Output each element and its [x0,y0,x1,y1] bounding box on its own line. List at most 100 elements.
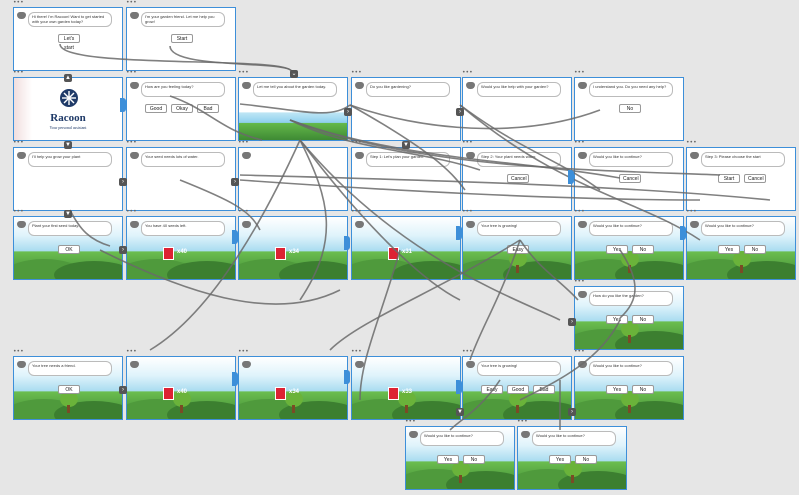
navigation-handle-icon[interactable]: ▼ [456,408,464,416]
navigation-handle-icon[interactable]: ⌄ [290,70,298,78]
screen-frame[interactable]: x34 [238,216,348,280]
screen-frame[interactable]: Let me tell you about the garden today. [238,77,348,141]
no-button[interactable]: No [632,245,654,254]
frame-menu-icon[interactable]: ••• [574,69,585,76]
navigation-handle-icon[interactable]: › [568,408,576,416]
screen-frame[interactable]: x33 [351,356,461,420]
frame-menu-icon[interactable]: ••• [574,278,585,285]
navigation-handle-icon[interactable]: ▼ [402,141,410,149]
screen-frame[interactable]: Step 2: Your plant needs water.Cancel [462,147,572,211]
yes-button[interactable]: Yes [718,245,740,254]
frame-menu-icon[interactable]: ••• [13,69,24,76]
navigation-handle-icon[interactable]: › [119,386,127,394]
let-s-start-button[interactable]: Let's start [58,34,80,51]
frame-menu-icon[interactable]: ••• [238,69,249,76]
frame-menu-icon[interactable]: ••• [126,0,137,6]
frame-menu-icon[interactable]: ••• [462,208,473,215]
yes-button[interactable]: Yes [606,315,628,324]
frame-menu-icon[interactable]: ••• [574,139,585,146]
frame-menu-icon[interactable]: ••• [351,69,362,76]
easy-button[interactable]: Easy [481,385,503,394]
navigation-handle-icon[interactable]: › [119,178,127,186]
ok-button[interactable]: OK [58,385,80,394]
frame-menu-icon[interactable]: ••• [351,208,362,215]
good-button[interactable]: Good [145,104,167,113]
navigation-handle-icon[interactable]: › [119,246,127,254]
screen-frame[interactable]: Your seed needs lots of water. [126,147,236,211]
yes-button[interactable]: Yes [437,455,459,464]
no-button[interactable]: No [632,315,654,324]
navigation-handle-icon[interactable]: › [231,178,239,186]
frame-menu-icon[interactable]: ••• [574,208,585,215]
frame-menu-icon[interactable]: ••• [238,139,249,146]
frame-menu-icon[interactable]: ••• [351,348,362,355]
frame-menu-icon[interactable]: ••• [462,348,473,355]
frame-menu-icon[interactable]: ••• [13,0,24,6]
start-button[interactable]: Start [718,174,740,183]
frame-menu-icon[interactable]: ••• [126,348,137,355]
frame-menu-icon[interactable]: ••• [126,69,137,76]
no-button[interactable]: No [744,245,766,254]
no-button[interactable]: No [619,104,641,113]
frame-menu-icon[interactable]: ••• [13,139,24,146]
screen-frame[interactable]: Your tree is growing!Easy [462,216,572,280]
frame-menu-icon[interactable]: ••• [351,139,362,146]
screen-frame[interactable]: I'll help you grow your plant [13,147,123,211]
start-button[interactable]: Start [171,34,193,43]
screen-frame[interactable]: Your tree needs a friend.OK [13,356,123,420]
frame-menu-icon[interactable]: ••• [13,348,24,355]
bad-button[interactable]: Bad [533,385,555,394]
yes-button[interactable]: Yes [606,385,628,394]
frame-menu-icon[interactable]: ••• [238,348,249,355]
screen-frame[interactable]: Step 1: Let's plan your garden. [351,147,461,211]
frame-menu-icon[interactable]: ••• [462,139,473,146]
frame-menu-icon[interactable]: ••• [462,69,473,76]
screen-frame[interactable]: Do you like gardening? [351,77,461,141]
no-button[interactable]: No [575,455,597,464]
frame-menu-icon[interactable]: ••• [686,208,697,215]
navigation-handle-icon[interactable]: ▲ [64,74,72,82]
navigation-handle-icon[interactable]: › [456,108,464,116]
navigation-handle-icon[interactable]: › [568,318,576,326]
screen-frame[interactable]: You have 40 seeds left.x40 [126,216,236,280]
yes-button[interactable]: Yes [549,455,571,464]
yes-button[interactable]: Yes [606,245,628,254]
good-button[interactable]: Good [507,385,529,394]
cancel-button[interactable]: Cancel [507,174,529,183]
screen-frame[interactable] [238,147,348,211]
frame-menu-icon[interactable]: ••• [517,418,528,425]
navigation-handle-icon[interactable]: ▼ [64,210,72,218]
screen-frame[interactable]: Would you like to continue?Cancel [574,147,684,211]
frame-menu-icon[interactable]: ••• [13,208,24,215]
frame-menu-icon[interactable]: ••• [574,348,585,355]
cancel-button[interactable]: Cancel [744,174,766,183]
no-button[interactable]: No [463,455,485,464]
okay-button[interactable]: Okay [171,104,193,113]
frame-menu-icon[interactable]: ••• [126,139,137,146]
navigation-handle-icon[interactable]: ▼ [64,141,72,149]
screen-frame[interactable]: I'm your garden friend. Let me help you … [126,7,236,71]
screen-frame[interactable]: x40 [126,356,236,420]
bad-button[interactable]: Bad [197,104,219,113]
screen-frame[interactable]: Plant your first seed today.OK [13,216,123,280]
navigation-handle-icon[interactable]: › [344,108,352,116]
ok-button[interactable]: OK [58,245,80,254]
frame-menu-icon[interactable]: ••• [126,208,137,215]
frame-menu-icon[interactable]: ••• [238,208,249,215]
screen-frame[interactable]: Hi there! I'm Racoon! Want to get starte… [13,7,123,71]
no-button[interactable]: No [632,385,654,394]
screen-frame[interactable]: x31 [351,216,461,280]
cancel-button[interactable]: Cancel [619,174,641,183]
frame-menu-icon[interactable]: ••• [405,418,416,425]
